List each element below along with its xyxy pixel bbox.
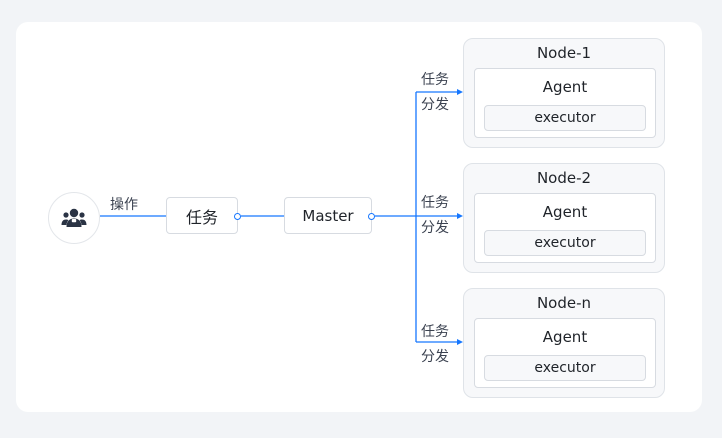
task-output-port [234, 212, 241, 220]
master-output-port [368, 212, 375, 220]
node-title: Node-2 [536, 169, 592, 187]
dispatch-label-node-n: 任务分发 [421, 324, 449, 365]
operate-edge-label: 操作 [110, 197, 138, 213]
master-node[interactable]: Master [284, 197, 372, 234]
agent-label: Agent [542, 78, 588, 96]
dispatch-label-node-2: 任务分发 [421, 195, 449, 236]
worker-node-n[interactable]: Node-n Agent executor [463, 288, 665, 398]
user-avatar [48, 192, 100, 244]
worker-node-1[interactable]: Node-1 Agent executor [463, 38, 665, 148]
node-title: Node-1 [536, 44, 592, 62]
executor-box[interactable]: executor [484, 355, 646, 381]
agent-box[interactable]: Agent executor [474, 193, 656, 263]
executor-box[interactable]: executor [484, 105, 646, 131]
user-group-icon [61, 208, 87, 227]
task-node[interactable]: 任务 [166, 197, 238, 234]
agent-label: Agent [542, 203, 588, 221]
agent-box[interactable]: Agent executor [474, 318, 656, 388]
agent-label: Agent [542, 328, 588, 346]
executor-box[interactable]: executor [484, 230, 646, 256]
agent-box[interactable]: Agent executor [474, 68, 656, 138]
dispatch-label-node-1: 任务分发 [421, 72, 449, 113]
worker-node-2[interactable]: Node-2 Agent executor [463, 163, 665, 273]
node-title: Node-n [536, 294, 592, 312]
